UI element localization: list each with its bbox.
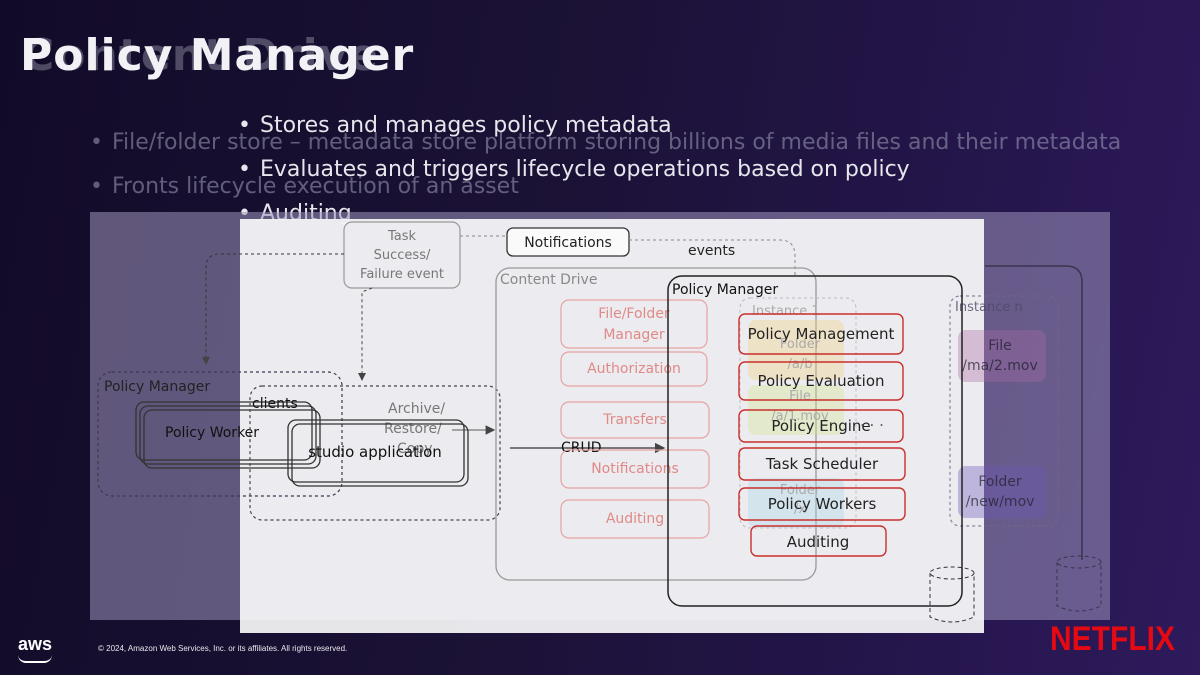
events-label: events — [688, 243, 735, 259]
policy-engine-label: Policy Engine — [771, 417, 870, 435]
instance-1-item: /x — [794, 502, 806, 517]
studio-application-box: studio application — [287, 419, 469, 487]
content-drive-container: Content Drive File/Folder Manager Author… — [495, 267, 817, 581]
instance-n-item: File — [988, 338, 1011, 354]
slide-title-ghost: Content Drive — [22, 30, 380, 81]
bullet-item: Stores and manages policy metadata — [238, 104, 910, 148]
task-event-line: Task — [387, 229, 417, 244]
instance-1-item: Folder — [780, 483, 821, 498]
task-event-box: Task Success/ Failure event — [343, 221, 461, 289]
policy-evaluation-label: Policy Evaluation — [757, 372, 884, 390]
notifications-box: Notifications — [506, 227, 630, 257]
aws-smile-icon — [18, 655, 52, 663]
archive-restore-label: Archive/ — [388, 401, 445, 417]
slide-title: Policy Manager — [20, 30, 415, 81]
policy-manager-container: Policy Manager Instance 1 Folder /a/b Fi… — [667, 275, 963, 607]
archive-restore-label: Copy — [397, 441, 433, 457]
crud-label: CRUD — [561, 440, 602, 456]
bullet-item: Evaluates and triggers lifecycle operati… — [238, 148, 910, 192]
instance-n-label: Instance n — [955, 300, 1023, 315]
left-policy-manager-label: Policy Manager — [104, 379, 210, 395]
ghost-left-policy-manager: Policy Manager Policy Worker clients — [97, 371, 343, 497]
policy-management-label: Policy Management — [748, 325, 895, 343]
task-scheduler-label: Task Scheduler — [765, 455, 879, 473]
clients-label: clients — [252, 396, 298, 412]
task-event-line: Failure event — [360, 267, 444, 282]
file-folder-manager-label: Manager — [603, 327, 665, 343]
instance-n-item: /ma/2.mov — [962, 358, 1038, 374]
instance-1-item: /a/1.mov — [771, 409, 829, 424]
auditing-label: Auditing — [787, 533, 850, 551]
instance-1-item: File — [789, 389, 811, 404]
studio-application-label: studio application — [308, 443, 442, 461]
clients-group — [249, 385, 501, 521]
archive-restore-label: Restore/ — [384, 421, 442, 437]
authorization-label: Authorization — [587, 361, 681, 377]
task-event-line: Success/ — [374, 248, 431, 263]
policy-worker-label: Policy Worker — [165, 425, 259, 441]
content-drive-label: Content Drive — [500, 272, 597, 288]
instance-1-item: Folder — [780, 337, 821, 352]
instance-1-label: Instance 1 — [752, 304, 820, 319]
auditing-service-label: Auditing — [606, 511, 664, 527]
copyright-text: © 2024, Amazon Web Services, Inc. or its… — [98, 644, 348, 653]
instance-1-item: /a/b — [788, 357, 813, 372]
file-folder-manager-label: File/Folder — [598, 306, 670, 322]
netflix-logo: NETFLIX — [1050, 620, 1175, 658]
aws-logo: aws — [18, 634, 53, 654]
instance-n-item: /new/mov — [966, 494, 1035, 510]
database-cylinder-icon — [929, 566, 975, 623]
ghost-instance-n: Instance n File /ma/2.mov Folder /new/mo… — [949, 265, 1102, 612]
notifications-service-label: Notifications — [591, 461, 679, 477]
transfers-label: Transfers — [602, 412, 667, 428]
policy-workers-label: Policy Workers — [768, 495, 877, 513]
notifications-label: Notifications — [524, 235, 612, 251]
policy-manager-label: Policy Manager — [672, 282, 778, 298]
ellipsis: . . . — [860, 412, 884, 430]
instance-n-item: Folder — [978, 474, 1022, 490]
